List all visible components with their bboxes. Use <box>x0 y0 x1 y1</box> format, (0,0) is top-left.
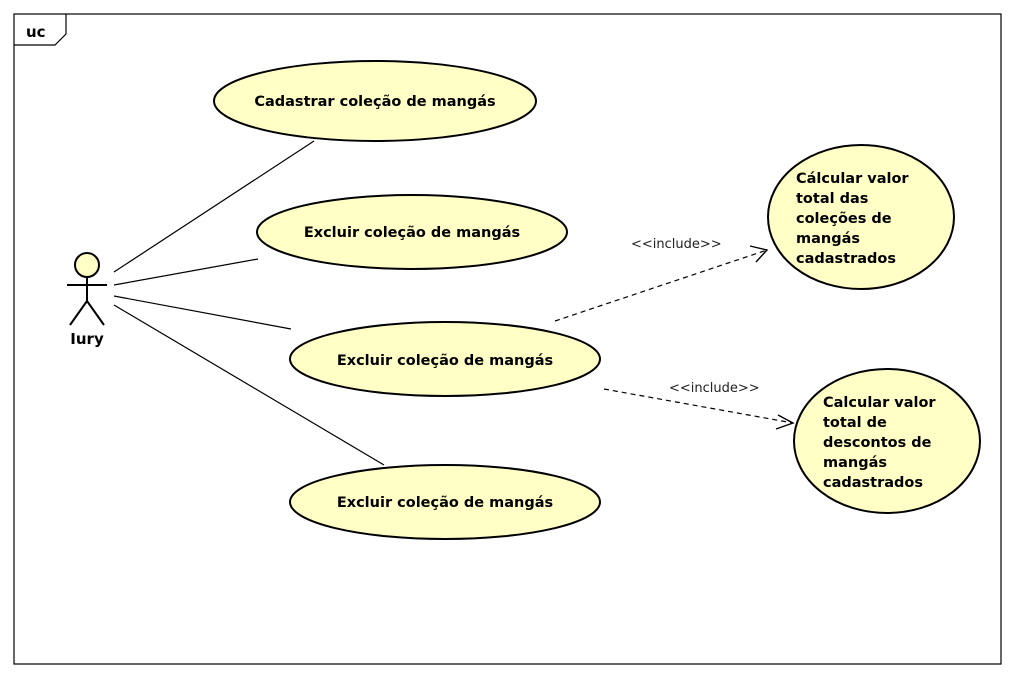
use-case-ellipse <box>289 321 601 397</box>
use-case-label: Excluir coleção de mangás <box>304 225 520 241</box>
use-case-label-line-2: total de <box>823 415 887 431</box>
use-case-label: Excluir coleção de mangás <box>337 495 553 511</box>
frame-label: uc <box>26 23 46 41</box>
include-dependency-1 <box>554 249 768 322</box>
frame-tab <box>14 14 67 46</box>
use-case-ellipse <box>767 144 955 290</box>
use-case-label: Excluir coleção de mangás <box>337 353 553 369</box>
use-case-label: Cadastrar coleção de mangás <box>254 94 495 110</box>
actor-left-leg <box>69 300 88 326</box>
include-arrowhead-2 <box>775 414 795 430</box>
use-case-label-line-1: Cálcular valor <box>796 171 909 187</box>
use-case-calcular-descontos[interactable]: Calcular valor total de descontos de man… <box>793 368 981 514</box>
include-label-2: <<include>> <box>669 381 760 396</box>
use-case-calcular-valor-total[interactable]: Cálcular valor total das coleções de man… <box>767 144 955 290</box>
use-case-excluir-colecao-2[interactable]: Excluir coleção de mangás <box>289 321 601 397</box>
actor-name: Iury <box>70 330 104 348</box>
use-case-label-line-2: total das <box>796 191 868 207</box>
association-uc2 <box>113 258 259 286</box>
association-uc1 <box>113 140 315 273</box>
include-label-1: <<include>> <box>631 237 722 252</box>
use-case-excluir-colecao-3[interactable]: Excluir coleção de mangás <box>289 464 601 540</box>
actor-iury[interactable]: Iury <box>67 252 107 348</box>
use-case-label-line-3: coleções de <box>796 211 892 227</box>
association-uc3 <box>113 295 292 330</box>
use-case-label-line-1: Calcular valor <box>823 395 936 411</box>
association-uc4 <box>113 304 385 466</box>
use-case-label-line-3: descontos de <box>823 435 932 451</box>
use-case-label-line-4: mangás <box>796 231 860 247</box>
use-case-ellipse <box>289 464 601 540</box>
actor-head <box>74 252 100 278</box>
use-case-label-line-5: cadastrados <box>823 475 923 491</box>
actor-right-leg <box>86 300 105 326</box>
use-case-label-line-5: cadastrados <box>796 251 896 267</box>
use-case-ellipse <box>793 368 981 514</box>
use-case-label-line-4: mangás <box>823 455 887 471</box>
include-arrowhead-1 <box>749 245 769 263</box>
use-case-excluir-colecao-1[interactable]: Excluir coleção de mangás <box>256 194 568 270</box>
use-case-ellipse <box>213 60 537 142</box>
use-case-ellipse <box>256 194 568 270</box>
use-case-cadastrar-colecao[interactable]: Cadastrar coleção de mangás <box>213 60 537 142</box>
